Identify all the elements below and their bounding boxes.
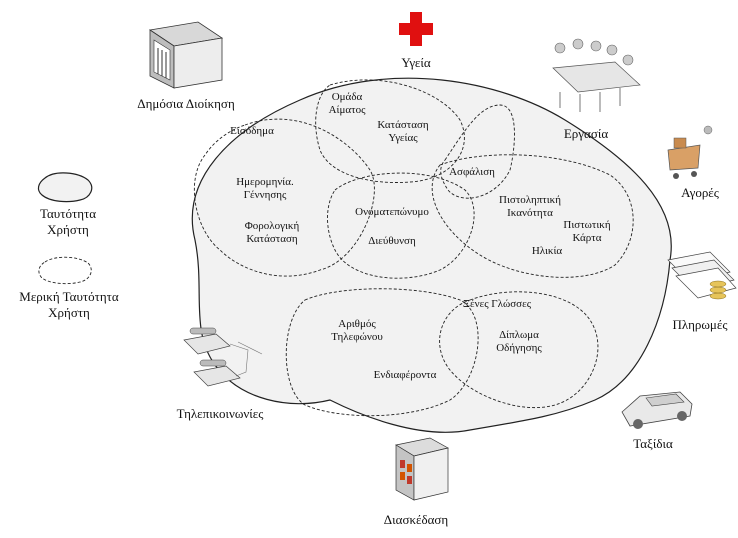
attr-tax-status: Φορολογική Κατάσταση xyxy=(234,220,310,246)
payments-icon xyxy=(667,251,737,300)
attr-health-status: Κατάσταση Υγείας xyxy=(370,119,436,145)
attr-birth-date: Ημερομηνία. Γέννησης xyxy=(224,176,306,202)
attr-license-line1: Δίπλωμα xyxy=(499,329,539,341)
domain-telecom: Τηλεπικοινωνίες xyxy=(176,406,264,421)
domain-entertainment: Διασκέδαση xyxy=(383,512,449,527)
travel-car-icon xyxy=(621,391,693,429)
entertainment-icon xyxy=(395,437,449,501)
partial-identity-shopping xyxy=(431,154,634,278)
legend-partial-line2: Χρήστη xyxy=(48,305,90,320)
attr-phone-line1: Αριθμός xyxy=(338,318,376,330)
attr-blood-group-line1: Ομάδα xyxy=(331,91,363,103)
attr-health-status-line1: Κατάσταση xyxy=(377,119,429,131)
attr-tax-status-line1: Φορολογική xyxy=(244,220,300,232)
partial-identity-travel xyxy=(439,291,599,409)
work-meeting-icon xyxy=(552,38,641,112)
legend-partial-line1: Μερική Ταυτότητα xyxy=(19,289,119,304)
attr-driving-license: Δίπλωμα Οδήγησης xyxy=(486,329,552,355)
domain-health: Υγεία xyxy=(401,55,431,70)
attr-full-name: Ονοματεπώνυμο xyxy=(355,206,429,218)
domain-work: Εργασία xyxy=(563,126,609,141)
domain-travel: Ταξίδια xyxy=(633,436,673,451)
shopping-cart-icon xyxy=(667,125,713,179)
attr-birth-date-line1: Ημερομηνία. xyxy=(236,176,294,188)
partial-identity-health xyxy=(315,79,465,183)
legend-partial-label: Μερική Ταυτότητα Χρήστη xyxy=(6,289,132,321)
attr-languages: Ξένες Γλώσσες xyxy=(462,298,532,310)
attr-credit-card-line1: Πιστωτική xyxy=(563,219,611,231)
partial-identity-core xyxy=(327,172,475,279)
domain-payments: Πληρωμές xyxy=(672,317,728,332)
domain-shopping: Αγορές xyxy=(681,185,719,200)
public-admin-icon xyxy=(148,21,224,89)
legend-identity-line1: Ταυτότητα xyxy=(39,206,97,221)
attr-credit-worthiness: Πιστοληπτική Ικανότητα xyxy=(490,194,570,220)
partial-identity-work xyxy=(440,104,515,199)
partial-identity-public-admin xyxy=(193,118,375,277)
attr-credit-card-line2: Κάρτα xyxy=(572,232,602,244)
attr-license-line2: Οδήγησης xyxy=(496,342,542,354)
attr-income: Εισόδημα xyxy=(230,125,274,137)
attr-birth-date-line2: Γέννησης xyxy=(243,189,287,201)
attr-phone-number: Αριθμός Τηλεφώνου xyxy=(326,318,388,344)
attr-address: Διεύθυνση xyxy=(368,235,416,247)
user-identity-blob xyxy=(191,77,672,433)
legend-identity-shape xyxy=(37,172,93,203)
attr-credit-line1: Πιστοληπτική xyxy=(499,194,561,206)
health-cross-icon xyxy=(399,12,433,46)
attr-age: Ηλικία xyxy=(531,245,563,257)
telecom-phones-icon xyxy=(183,327,263,387)
legend-identity-line2: Χρήστη xyxy=(47,222,89,237)
attr-phone-line2: Τηλεφώνου xyxy=(331,331,383,343)
legend-partial-shape xyxy=(38,256,92,285)
partial-identity-telecom xyxy=(285,288,479,417)
domain-public-admin: Δημόσια Διοίκηση xyxy=(137,96,235,111)
attr-credit-card: Πιστωτική Κάρτα xyxy=(556,219,618,245)
attr-health-status-line2: Υγείας xyxy=(388,132,418,144)
attr-interests: Ενδιαφέροντα xyxy=(373,369,437,381)
attr-blood-group-line2: Αίματος xyxy=(328,104,366,116)
attr-tax-status-line2: Κατάσταση xyxy=(246,233,298,245)
legend-identity-label: Ταυτότητα Χρήστη xyxy=(28,206,108,238)
attr-blood-group: Ομάδα Αίματος xyxy=(320,91,374,117)
attr-insurance: Ασφάλιση xyxy=(449,166,495,178)
attr-credit-line2: Ικανότητα xyxy=(507,207,553,219)
